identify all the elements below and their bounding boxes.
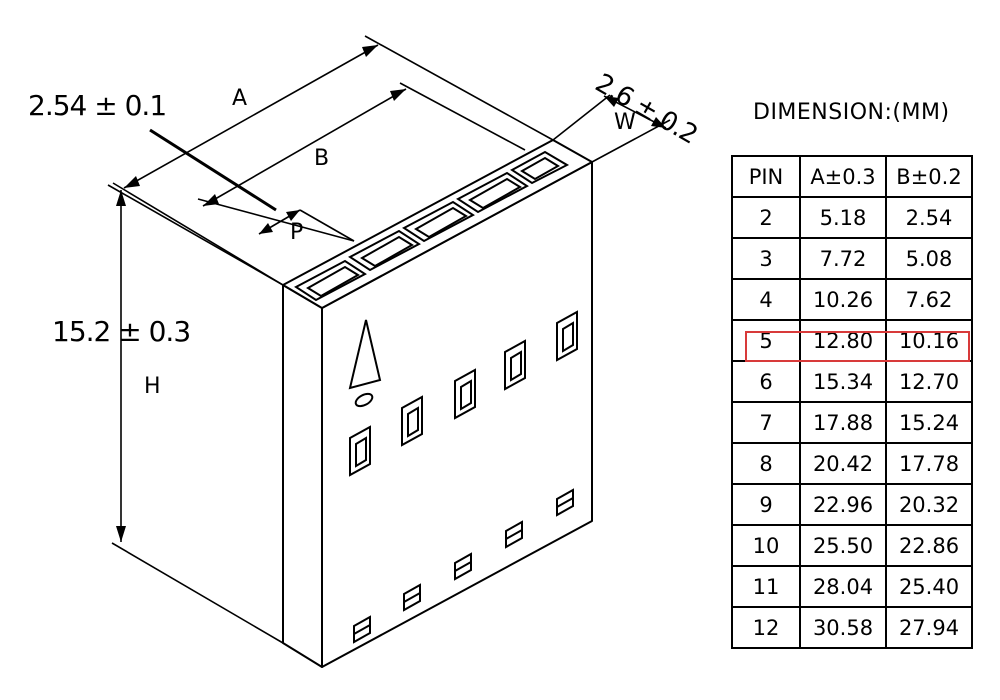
cell-b: 12.70 (885, 360, 973, 403)
table-row: 10 25.50 22.86 (731, 524, 973, 567)
cell-b: 2.54 (885, 196, 973, 239)
dim-b-label: B (314, 146, 329, 171)
dim-w-label: W (614, 110, 636, 135)
latch-windows (349, 310, 578, 477)
header-b: B±0.2 (885, 155, 973, 198)
pin-cavities (294, 150, 570, 302)
cell-b: 17.78 (885, 442, 973, 485)
table-row: 3 7.72 5.08 (731, 237, 973, 280)
polarity-mark (354, 392, 374, 408)
cell-pin: 6 (731, 360, 801, 403)
cell-a: 20.42 (799, 442, 887, 485)
cell-pin: 12 (731, 606, 801, 649)
height-tolerance-label: 15.2 ± 0.3 (52, 315, 191, 348)
cell-b: 25.40 (885, 565, 973, 608)
table-header-row: PIN A±0.3 B±0.2 (731, 155, 973, 198)
pitch-tolerance-label: 2.54 ± 0.1 (28, 89, 167, 122)
table-row: 6 15.34 12.70 (731, 360, 973, 403)
side-face (321, 161, 593, 668)
cell-pin: 8 (731, 442, 801, 485)
cell-a: 10.26 (799, 278, 887, 321)
dimension-table: PIN A±0.3 B±0.2 2 5.18 2.54 3 7.72 5.08 … (731, 155, 973, 649)
cell-a: 25.50 (799, 524, 887, 567)
table-row: 8 20.42 17.78 (731, 442, 973, 485)
dim-p-label: P (290, 220, 303, 245)
table-row: 7 17.88 15.24 (731, 401, 973, 444)
cell-b: 20.32 (885, 483, 973, 526)
header-a: A±0.3 (799, 155, 887, 198)
cell-a: 28.04 (799, 565, 887, 608)
table-row: 12 30.58 27.94 (731, 606, 973, 649)
cell-a: 15.34 (799, 360, 887, 403)
cell-pin: 5 (731, 319, 801, 362)
table-row: 11 28.04 25.40 (731, 565, 973, 608)
cell-a: 7.72 (799, 237, 887, 280)
dimension-table-title: DIMENSION:(MM) (753, 100, 950, 125)
cell-a: 12.80 (799, 319, 887, 362)
cell-pin: 7 (731, 401, 801, 444)
header-pin: PIN (731, 155, 801, 198)
table-row-highlighted: 5 12.80 10.16 (731, 319, 973, 362)
cell-b: 7.62 (885, 278, 973, 321)
cell-pin: 3 (731, 237, 801, 280)
lower-windows (353, 488, 574, 644)
cell-a: 17.88 (799, 401, 887, 444)
table-row: 2 5.18 2.54 (731, 196, 973, 239)
cell-b: 10.16 (885, 319, 973, 362)
table-row: 4 10.26 7.62 (731, 278, 973, 321)
cell-pin: 4 (731, 278, 801, 321)
table-row: 9 22.96 20.32 (731, 483, 973, 526)
cell-pin: 10 (731, 524, 801, 567)
polarity-triangle (348, 319, 382, 390)
cell-b: 15.24 (885, 401, 973, 444)
cell-pin: 11 (731, 565, 801, 608)
cell-pin: 9 (731, 483, 801, 526)
cell-b: 27.94 (885, 606, 973, 649)
cell-pin: 2 (731, 196, 801, 239)
cell-a: 30.58 (799, 606, 887, 649)
cell-a: 5.18 (799, 196, 887, 239)
cell-b: 22.86 (885, 524, 973, 567)
cell-a: 22.96 (799, 483, 887, 526)
front-face (282, 284, 323, 668)
cell-b: 5.08 (885, 237, 973, 280)
dim-h-label: H (144, 374, 161, 399)
dim-a-label: A (232, 86, 247, 111)
